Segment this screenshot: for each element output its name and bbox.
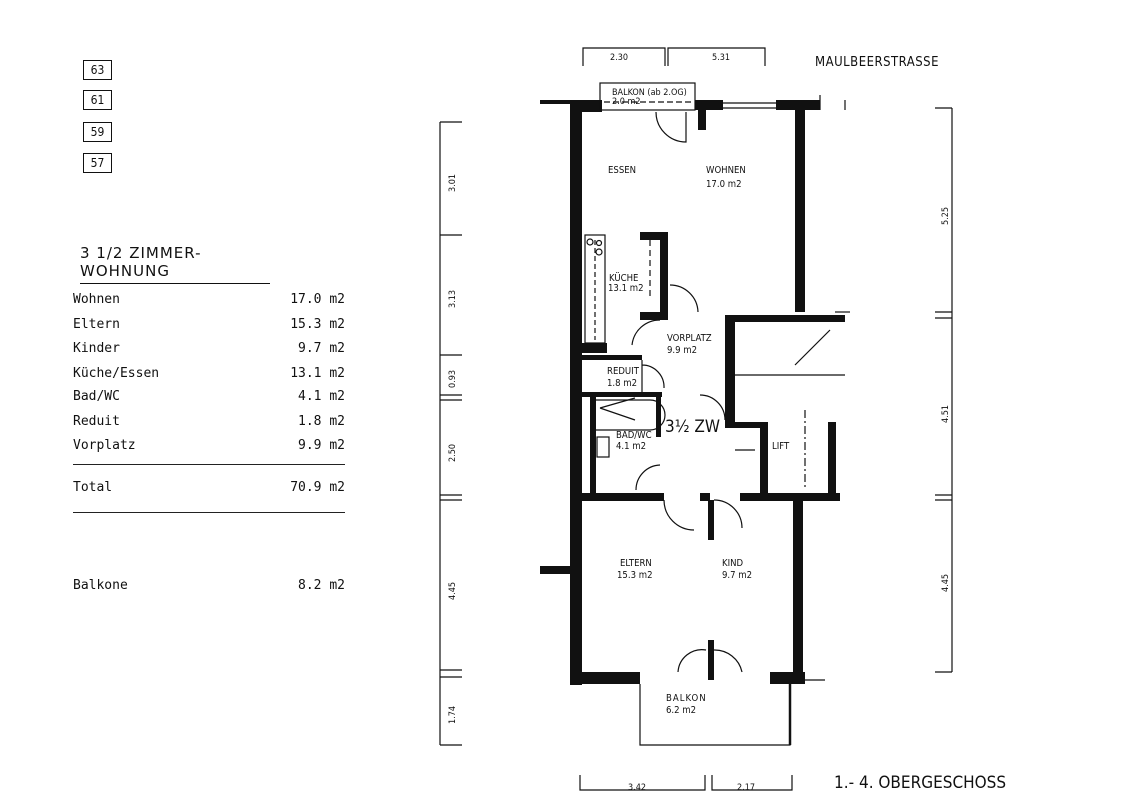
dim-right: 4.51 xyxy=(941,405,951,423)
label-balkon-top: BALKON (ab 2.OG) xyxy=(612,88,687,98)
dimension-lines xyxy=(439,47,953,791)
total-area: 70.9 m2 xyxy=(290,480,345,495)
area-row: Bad/WC 4.1 m2 xyxy=(73,389,345,409)
area-row: Vorplatz 9.9 m2 xyxy=(73,438,345,458)
dim-right: 4.45 xyxy=(941,574,951,592)
label-wohnen: WOHNEN xyxy=(706,165,746,176)
label-eltern: ELTERN xyxy=(620,558,652,569)
label-essen: ESSEN xyxy=(608,165,636,176)
room-area: 9.9 m2 xyxy=(298,438,345,453)
room-area: 15.3 m2 xyxy=(290,317,345,332)
label-bad: BAD/WC xyxy=(616,430,652,441)
room-name: Küche/Essen xyxy=(73,366,160,381)
room-area: 9.7 m2 xyxy=(298,341,345,356)
apartment-title: 3 1/2 ZIMMER-WOHNUNG xyxy=(80,244,270,284)
area-row: Küche/Essen 13.1 m2 xyxy=(73,366,345,386)
label-balkon-top-area: 2.0 m2 xyxy=(612,97,640,107)
room-name: Wohnen xyxy=(73,292,120,307)
unit-label: 3½ ZW xyxy=(665,417,720,437)
dim-top: 5.31 xyxy=(712,53,730,63)
label-kueche-area: 13.1 m2 xyxy=(608,283,644,294)
room-area: 1.8 m2 xyxy=(298,414,345,429)
total-label: Total xyxy=(73,480,113,495)
label-vorplatz: VORPLATZ xyxy=(667,333,712,344)
dim-left: 4.45 xyxy=(448,582,458,600)
label-balkon: BALKON xyxy=(666,693,707,704)
dim-left: 0.93 xyxy=(448,370,458,388)
balkone-row: Balkone 8.2 m2 xyxy=(73,578,345,598)
room-name: Kinder xyxy=(73,341,120,356)
room-name: Vorplatz xyxy=(73,438,136,453)
label-reduit-area: 1.8 m2 xyxy=(607,378,637,389)
divider xyxy=(73,464,345,465)
room-name: Eltern xyxy=(73,317,120,332)
label-kind-area: 9.7 m2 xyxy=(722,570,752,581)
dim-left: 3.01 xyxy=(448,174,458,192)
label-kind: KIND xyxy=(722,558,744,569)
label-lift: LIFT xyxy=(772,441,790,452)
house-number: 57 xyxy=(83,153,112,173)
room-name: Reduit xyxy=(73,414,120,429)
room-area: 13.1 m2 xyxy=(290,366,345,381)
dim-bottom: 2.17 xyxy=(737,783,755,793)
label-reduit: REDUIT xyxy=(607,366,640,377)
house-number: 59 xyxy=(83,122,112,142)
floor-label: 1.- 4. OBERGESCHOSS xyxy=(834,773,1006,793)
label-wohnen-area: 17.0 m2 xyxy=(706,179,742,190)
label-eltern-area: 15.3 m2 xyxy=(617,570,653,581)
balkone-label: Balkone xyxy=(73,578,128,593)
divider xyxy=(73,512,345,513)
label-vorplatz-area: 9.9 m2 xyxy=(667,345,697,356)
room-name: Bad/WC xyxy=(73,389,120,404)
dim-right: 5.25 xyxy=(941,207,951,225)
street-name: MAULBEERSTRASSE xyxy=(815,55,939,70)
room-area: 17.0 m2 xyxy=(290,292,345,307)
thin-lines xyxy=(584,82,850,746)
dim-bottom: 3.42 xyxy=(628,783,646,793)
label-balkon-area: 6.2 m2 xyxy=(666,705,696,716)
area-row: Reduit 1.8 m2 xyxy=(73,414,345,434)
dimension-labels: 2.30 5.31 3.01 3.13 0.93 2.50 4.45 1.74 … xyxy=(448,53,951,793)
total-row: Total 70.9 m2 xyxy=(73,480,345,500)
label-kueche: KÜCHE xyxy=(609,273,638,284)
house-number: 63 xyxy=(83,60,112,80)
area-row: Eltern 15.3 m2 xyxy=(73,317,345,337)
house-number: 61 xyxy=(83,90,112,110)
dim-left: 3.13 xyxy=(448,290,458,308)
dim-top: 2.30 xyxy=(610,53,628,63)
label-bad-area: 4.1 m2 xyxy=(616,441,646,452)
plan-labels: MAULBEERSTRASSE BALKON (ab 2.OG) 2.0 m2 … xyxy=(607,55,1006,793)
balkone-area: 8.2 m2 xyxy=(298,578,345,593)
area-row: Kinder 9.7 m2 xyxy=(73,341,345,361)
dim-left: 1.74 xyxy=(448,706,458,724)
dim-left: 2.50 xyxy=(448,444,458,462)
room-area: 4.1 m2 xyxy=(298,389,345,404)
walls xyxy=(540,100,845,685)
area-row: Wohnen 17.0 m2 xyxy=(73,292,345,312)
